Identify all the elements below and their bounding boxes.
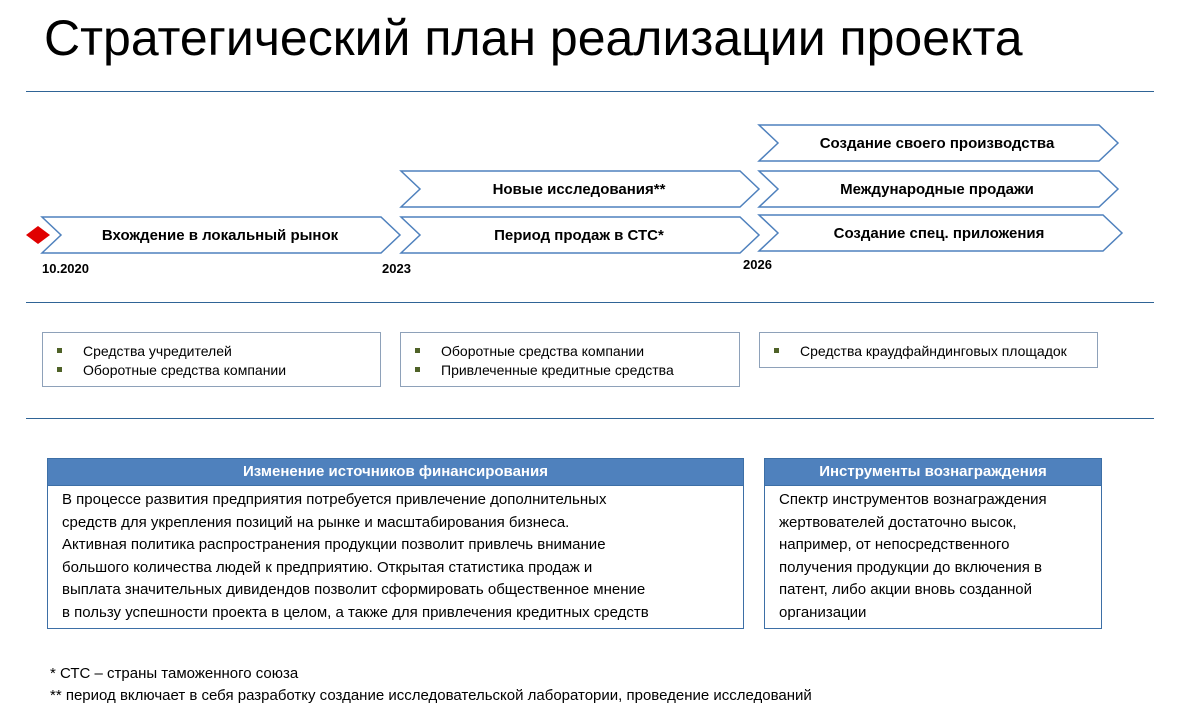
funding-box-phase-2: Оборотные средства компании Привлеченные…: [400, 332, 740, 387]
rewards-line: получения продукции до включения в: [779, 558, 1043, 576]
date-2026: 2026: [743, 257, 772, 272]
list-item: Оборотные средства компании: [415, 342, 729, 361]
financing-line: Активная политика распространения продук…: [62, 536, 606, 554]
financing-line: в пользу успешности проекта в целом, а т…: [62, 603, 649, 621]
financing-line: В процессе развития предприятия потребуе…: [62, 491, 607, 508]
divider-lower: [26, 418, 1154, 419]
rewards-panel-body: Спектр инструментов вознаграждения жертв…: [765, 486, 1101, 625]
footnote-research: ** период включает в себя разработку соз…: [50, 687, 812, 704]
square-bullet-icon: [774, 348, 779, 353]
rewards-panel: Инструменты вознаграждения Спектр инстру…: [764, 458, 1102, 629]
chevron-label-own-production: Создание своего производства: [819, 135, 1055, 152]
chevron-sales-cts: [399, 216, 761, 254]
divider-top: [26, 91, 1154, 92]
financing-line: выплата значительных дивидендов позволит…: [62, 581, 646, 599]
chevron-label-international-sales: Международные продажи: [840, 181, 1034, 198]
financing-line: средств для укрепления позиций на рынке …: [62, 513, 570, 531]
funding-box-phase-3: Средства краудфайндинговых площадок: [759, 332, 1098, 368]
chevron-label-special-app: Создание спец. приложения: [833, 225, 1045, 242]
start-diamond-icon: [26, 226, 50, 244]
funding-item-label: Оборотные средства компании: [83, 362, 287, 378]
square-bullet-icon: [415, 367, 420, 372]
square-bullet-icon: [415, 348, 420, 353]
financing-panel-title: Изменение источников финансирования: [48, 459, 743, 486]
chevron-international-sales: [757, 170, 1120, 208]
date-start: 10.2020: [42, 261, 89, 276]
rewards-line: патент, либо акции вновь созданной: [779, 581, 1032, 599]
rewards-panel-title: Инструменты вознаграждения: [765, 459, 1101, 486]
funding-item-label: Привлеченные кредитные средства: [441, 362, 674, 378]
chevron-label-new-research: Новые исследования**: [492, 181, 666, 198]
square-bullet-icon: [57, 348, 62, 353]
divider-middle: [26, 302, 1154, 303]
chevron-own-production: [757, 124, 1120, 162]
square-bullet-icon: [57, 367, 62, 372]
footnote-cts: * СТС – страны таможенного союза: [50, 665, 299, 682]
rewards-line: организации: [779, 603, 867, 621]
financing-panel: Изменение источников финансирования В пр…: [47, 458, 744, 629]
rewards-line: Спектр инструментов вознаграждения: [779, 491, 1047, 508]
chevron-local-market: [40, 216, 402, 254]
funding-item-label: Средства краудфайндинговых площадок: [800, 343, 1067, 359]
chevron-label-local-market: Вхождение в локальный рынок: [101, 227, 339, 244]
funding-box-phase-1: Средства учредителей Оборотные средства …: [42, 332, 381, 387]
funding-item-label: Средства учредителей: [83, 343, 232, 359]
page-title: Стратегический план реализации проекта: [44, 10, 1023, 66]
rewards-line: жертвователей достаточно высок,: [779, 513, 1017, 531]
list-item: Оборотные средства компании: [57, 361, 370, 380]
funding-item-label: Оборотные средства компании: [441, 343, 645, 359]
list-item: Средства учредителей: [57, 342, 370, 361]
chevron-new-research: [399, 170, 761, 208]
list-item: Привлеченные кредитные средства: [415, 361, 729, 380]
chevron-special-app: [757, 214, 1124, 252]
rewards-line: например, от непосредственного: [779, 536, 1010, 554]
financing-line: большого количества людей к предприятию.…: [62, 558, 593, 576]
list-item: Средства краудфайндинговых площадок: [774, 342, 1087, 361]
date-2023: 2023: [382, 261, 411, 276]
chevron-label-sales-cts: Период продаж в СТС*: [494, 227, 664, 244]
financing-panel-body: В процессе развития предприятия потребуе…: [48, 486, 743, 625]
